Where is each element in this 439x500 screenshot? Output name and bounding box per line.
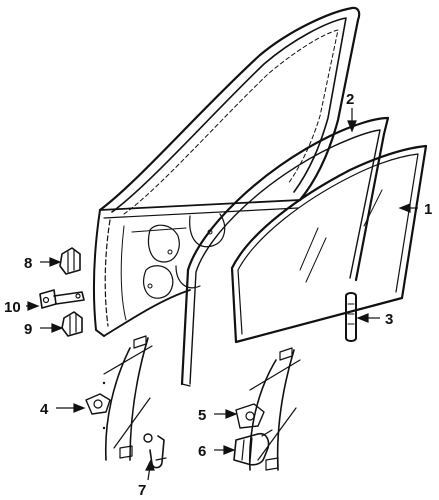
upper-hinge <box>59 247 81 275</box>
callout-5: 5 <box>198 407 206 424</box>
leader-arrows <box>26 108 418 481</box>
callout-8: 8 <box>24 255 32 272</box>
regulator-power <box>235 347 301 471</box>
callout-3: 3 <box>385 311 393 328</box>
door-check <box>39 289 85 309</box>
door-glass <box>230 144 428 344</box>
callout-10: 10 <box>4 299 21 316</box>
glass-run-channel <box>180 116 390 387</box>
rear-channel <box>345 292 357 342</box>
callout-7: 7 <box>138 482 146 499</box>
regulator-manual <box>85 335 153 461</box>
handle <box>143 433 167 469</box>
door-shell <box>92 6 361 337</box>
motor <box>233 429 273 466</box>
callout-2: 2 <box>346 91 354 108</box>
callout-9: 9 <box>24 321 32 338</box>
lower-hinge <box>61 311 83 337</box>
callout-6: 6 <box>198 443 206 460</box>
callout-1: 1 <box>424 201 432 218</box>
callout-4: 4 <box>40 401 49 418</box>
